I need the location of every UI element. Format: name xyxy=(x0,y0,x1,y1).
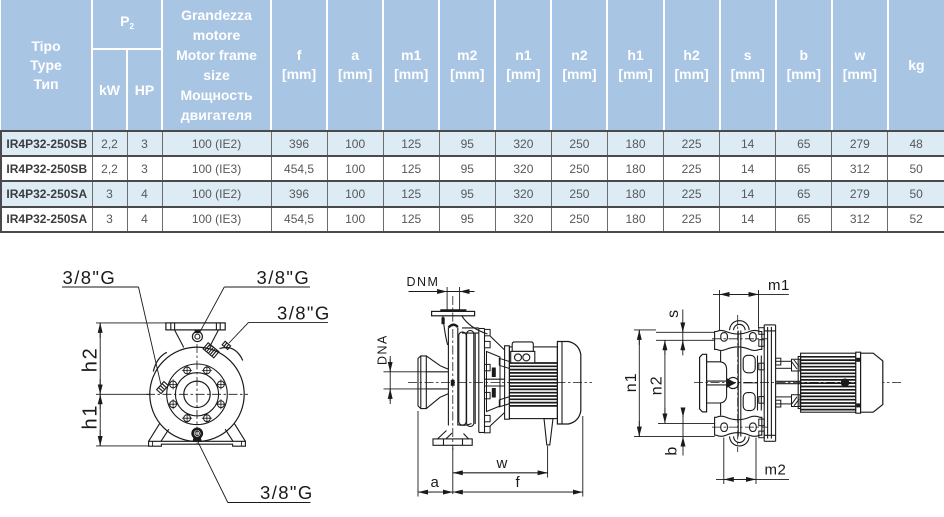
svg-text:m2: m2 xyxy=(765,462,787,479)
svg-text:3/8"G: 3/8"G xyxy=(277,303,331,324)
svg-text:a: a xyxy=(431,474,440,491)
svg-text:w: w xyxy=(496,455,508,472)
svg-text:h2: h2 xyxy=(80,346,102,372)
svg-text:3/8"G: 3/8"G xyxy=(260,482,314,503)
svg-text:DNA: DNA xyxy=(376,334,390,365)
svg-text:n2: n2 xyxy=(649,375,666,395)
svg-text:f: f xyxy=(516,474,521,491)
svg-text:h1: h1 xyxy=(80,404,102,430)
svg-text:b: b xyxy=(664,446,681,455)
svg-text:DNM: DNM xyxy=(407,275,440,289)
svg-text:n1: n1 xyxy=(623,372,640,392)
svg-text:3/8"G: 3/8"G xyxy=(257,267,311,288)
svg-text:m1: m1 xyxy=(768,277,790,294)
svg-text:s: s xyxy=(665,309,682,318)
svg-text:3/8"G: 3/8"G xyxy=(63,267,117,288)
